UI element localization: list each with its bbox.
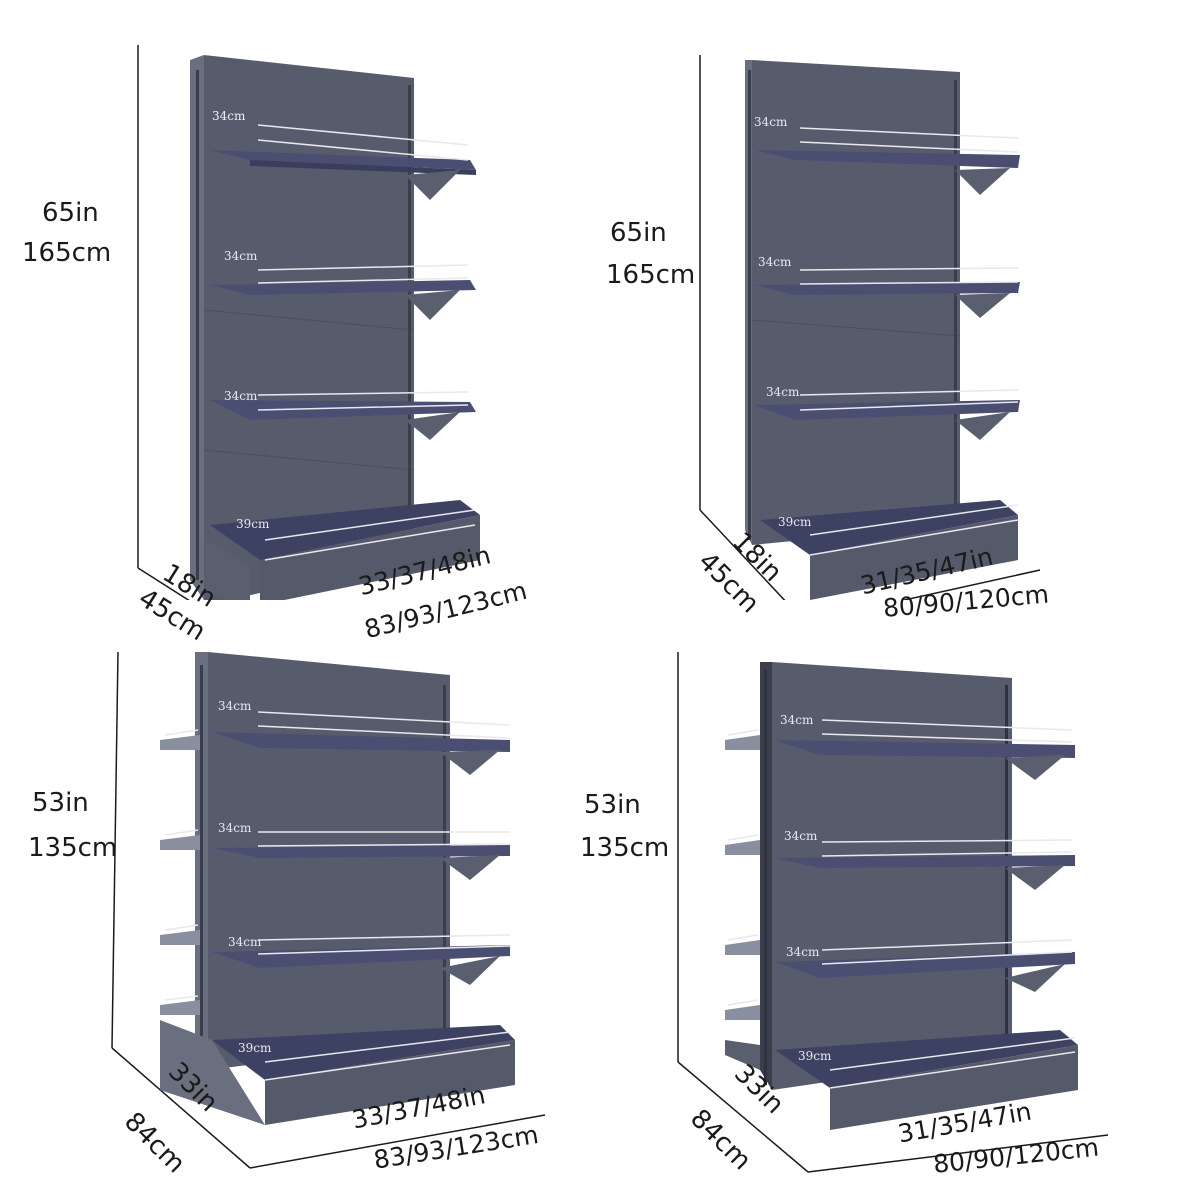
shelf-depth-label: 34cm	[224, 389, 258, 403]
shelf-1-3	[210, 400, 476, 440]
shelf-depth-label: 39cm	[238, 1041, 272, 1055]
shelf-3-3	[212, 945, 510, 985]
height-cm-label: 165cm	[606, 260, 696, 290]
height-in-label: 53in	[32, 788, 89, 818]
height-in-label: 65in	[610, 218, 667, 248]
shelf-4-3	[775, 952, 1075, 992]
shelf-4-1	[775, 740, 1075, 780]
shelf-3-4	[160, 1020, 515, 1125]
shelf-depth-label: 34cm	[218, 821, 252, 835]
shelf-depth-label: 34cm	[754, 115, 788, 129]
shelf-depth-label: 34cm	[766, 385, 800, 399]
shelf-depth-label: 39cm	[778, 515, 812, 529]
shelf-depth-label: 39cm	[798, 1049, 832, 1063]
shelf-1-1	[210, 150, 476, 200]
shelf-3-2	[212, 845, 510, 880]
shelf-depth-label: 34cm	[228, 935, 262, 949]
height-in-label: 65in	[42, 198, 99, 228]
height-in-label: 53in	[584, 790, 641, 820]
shelf-unit-3: 53in 135cm 33in 84cm 33/37/48in 83/93/12…	[0, 600, 600, 1200]
height-cm-label: 165cm	[22, 238, 112, 268]
shelf-depth-label: 34cm	[784, 829, 818, 843]
shelf-unit-3-drawing	[111, 651, 546, 1169]
shelf-depth-label: 34cm	[212, 109, 246, 123]
shelf-4-2	[775, 855, 1075, 890]
shelf-depth-label: 34cm	[218, 699, 252, 713]
shelf-unit-2: 65in 165cm 18in 45cm 31/35/47in 80/90/12…	[600, 0, 1200, 623]
height-cm-label: 135cm	[28, 833, 118, 863]
shelf-unit-1: 65in 165cm 18in 45cm 33/37/48in 83/93/12…	[0, 0, 600, 647]
shelf-depth-label: 34cm	[224, 249, 258, 263]
shelf-unit-4: 53in 135cm 33in 84cm 31/35/47in 80/90/12…	[580, 600, 1200, 1200]
shelf-unit-4-drawing	[677, 652, 1109, 1173]
shelf-unit-2-drawing	[699, 55, 1041, 600]
shelf-depth-label: 39cm	[236, 517, 270, 531]
shelf-depth-label: 34cm	[758, 255, 792, 269]
height-cm-label: 135cm	[580, 833, 670, 863]
shelf-4-4	[775, 1030, 1078, 1130]
shelf-depth-label: 34cm	[780, 713, 814, 727]
shelf-3-1	[212, 732, 510, 775]
shelf-1-4	[210, 500, 480, 600]
shelf-2-1	[755, 150, 1020, 195]
shelf-unit-1-drawing	[137, 45, 480, 600]
shelf-depth-label: 34cm	[786, 945, 820, 959]
shelf-1-2	[210, 280, 476, 320]
shelf-2-2	[755, 282, 1020, 318]
